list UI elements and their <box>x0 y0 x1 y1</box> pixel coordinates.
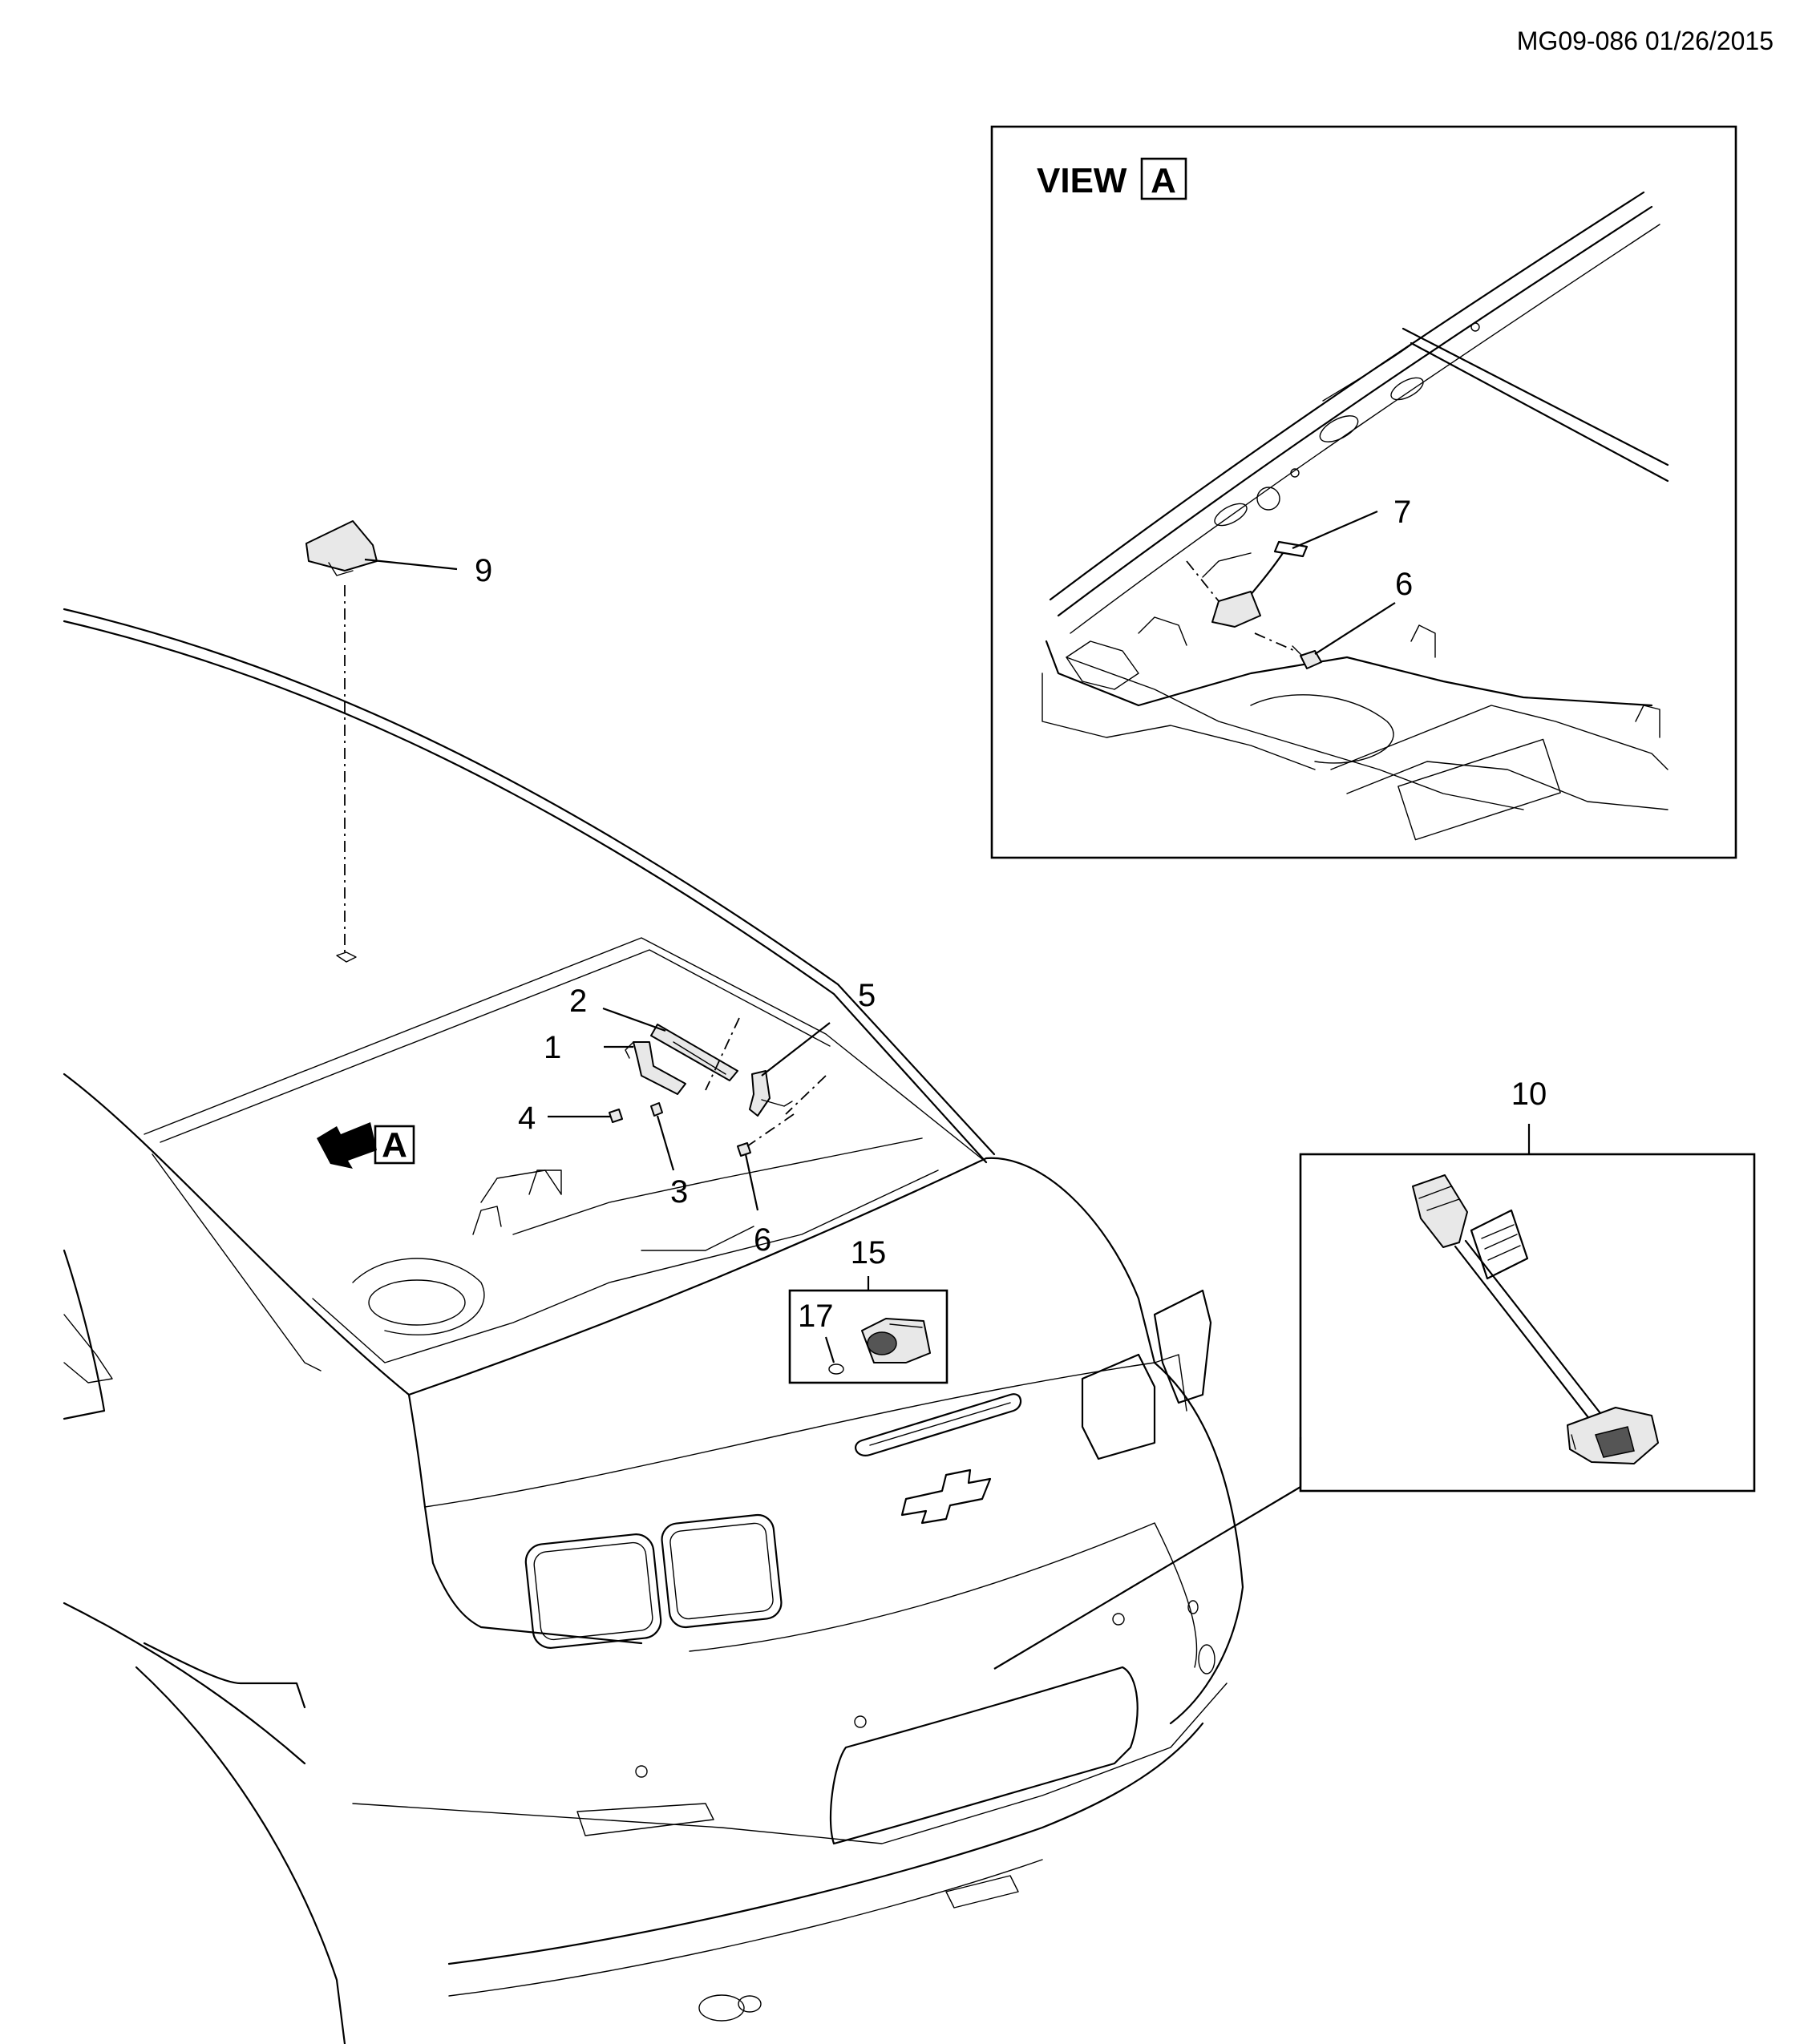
view-arrow-letter-box <box>374 1125 415 1165</box>
antenna-9: 9 <box>305 520 492 963</box>
arrow-icon <box>317 1122 377 1169</box>
view-arrow-letter: A <box>382 1125 407 1165</box>
tail-lamp-lid-left-outer <box>524 1533 662 1649</box>
bolt-6-view <box>1300 650 1322 669</box>
camera-module-7 <box>1211 591 1261 628</box>
tail-lamp-right-inner <box>1081 1353 1156 1460</box>
tail-lamp-lid-left-inner <box>661 1513 783 1629</box>
leader-7 <box>1292 510 1378 550</box>
reflector-left <box>576 1803 714 1836</box>
callout-2: 2 <box>569 984 587 1019</box>
bracket-1 <box>633 1041 686 1095</box>
part-10-frame <box>1299 1153 1756 1493</box>
leader-5 <box>761 1022 831 1077</box>
connector-10 <box>1412 1174 1468 1248</box>
callout-9: 9 <box>475 553 492 588</box>
view-a-frame <box>990 125 1737 859</box>
callout-3: 3 <box>670 1174 688 1210</box>
harness-tag <box>1470 1209 1529 1280</box>
view-a-title: VIEW <box>1037 161 1127 200</box>
clip-17 <box>828 1363 844 1375</box>
part-15-box: 15 17 <box>788 1235 949 1384</box>
view-a-letter: A <box>1151 161 1176 200</box>
park-sensor-1 <box>635 1765 648 1778</box>
callout-6-main: 6 <box>754 1222 771 1258</box>
callout-10: 10 <box>1511 1077 1547 1112</box>
callout-6-view: 6 <box>1395 567 1413 602</box>
leader-6-main <box>744 1153 759 1211</box>
view-a-arrow: A <box>317 1122 415 1169</box>
callout-1: 1 <box>544 1030 561 1065</box>
park-sensor-2 <box>854 1715 867 1728</box>
harness-connector-7 <box>1273 540 1309 558</box>
view-a-letter-box <box>1140 157 1187 200</box>
leader-6-view <box>1314 602 1396 655</box>
third-brake-light <box>855 1393 1021 1456</box>
leader-2 <box>602 1007 666 1032</box>
leader-9 <box>364 558 458 571</box>
callout-17: 17 <box>798 1299 834 1334</box>
park-sensor-3 <box>1112 1613 1125 1626</box>
fastener-4 <box>609 1109 623 1123</box>
emblem <box>900 1468 992 1525</box>
shark-fin-antenna <box>305 520 378 572</box>
callout-5: 5 <box>858 978 876 1013</box>
part-5 <box>749 1070 771 1117</box>
view-a-body-structure <box>1042 191 1669 841</box>
leader-3 <box>656 1115 675 1171</box>
fastener-3 <box>650 1102 663 1117</box>
main-parts <box>609 1017 827 1157</box>
callout-15: 15 <box>851 1235 887 1270</box>
car-rear-body <box>63 608 1244 2044</box>
tail-lamp-right-outer <box>1153 1289 1212 1404</box>
part-10-box: 10 <box>993 1077 1756 1670</box>
leader-10 <box>993 1486 1301 1670</box>
license-plate-recess <box>829 1666 1139 1845</box>
view-a-inset: VIEW A <box>990 125 1737 859</box>
callout-7: 7 <box>1393 495 1411 530</box>
diagram-code: MG09-086 01/26/2015 <box>1517 26 1774 55</box>
callout-4: 4 <box>518 1101 536 1136</box>
